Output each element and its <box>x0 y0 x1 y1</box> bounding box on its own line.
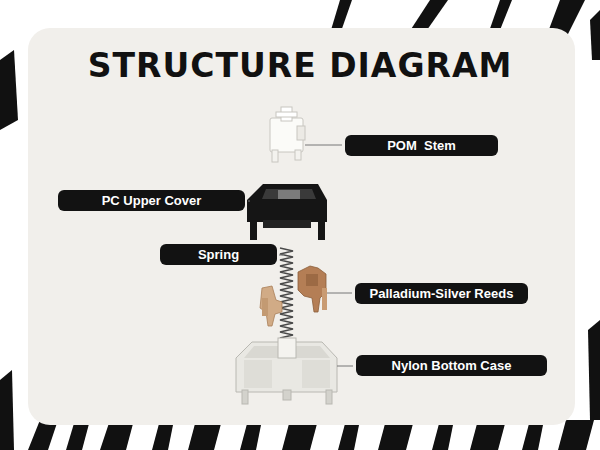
reeds-part <box>260 266 327 326</box>
label-pill: Nylon Bottom Case <box>356 355 547 376</box>
panel <box>28 28 575 425</box>
label-pill: Spring <box>160 244 277 265</box>
spring-part <box>280 248 293 344</box>
label-pill: POM Stem <box>345 135 498 156</box>
part-name: Palladium-Silver Reeds <box>370 283 514 304</box>
part-name: Nylon Bottom Case <box>392 355 512 376</box>
label-pill: PC Upper Cover <box>58 190 245 211</box>
stem-part <box>270 107 305 162</box>
bottom-case-part <box>236 338 337 404</box>
part-name: POM Stem <box>387 135 456 156</box>
diagram-title: STRUCTURE DIAGRAM <box>0 46 600 85</box>
label-pill: Palladium-Silver Reeds <box>355 283 528 304</box>
part-name: PC Upper Cover <box>102 190 202 211</box>
upper-cover-part <box>247 184 327 240</box>
part-name: Spring <box>198 244 239 265</box>
